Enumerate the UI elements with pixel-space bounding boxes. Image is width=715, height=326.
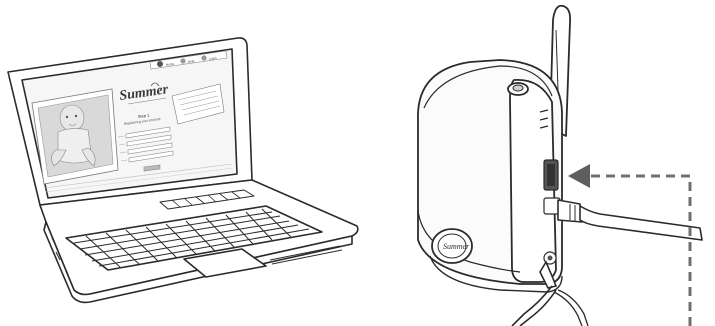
camera-logo: Summer bbox=[443, 242, 470, 251]
arrow-head-icon bbox=[568, 164, 590, 188]
dashed-arrow bbox=[568, 164, 690, 326]
wireless-camera: Summer bbox=[418, 6, 570, 292]
tab-dot-icon bbox=[157, 61, 163, 67]
ethernet-cable bbox=[558, 200, 702, 240]
